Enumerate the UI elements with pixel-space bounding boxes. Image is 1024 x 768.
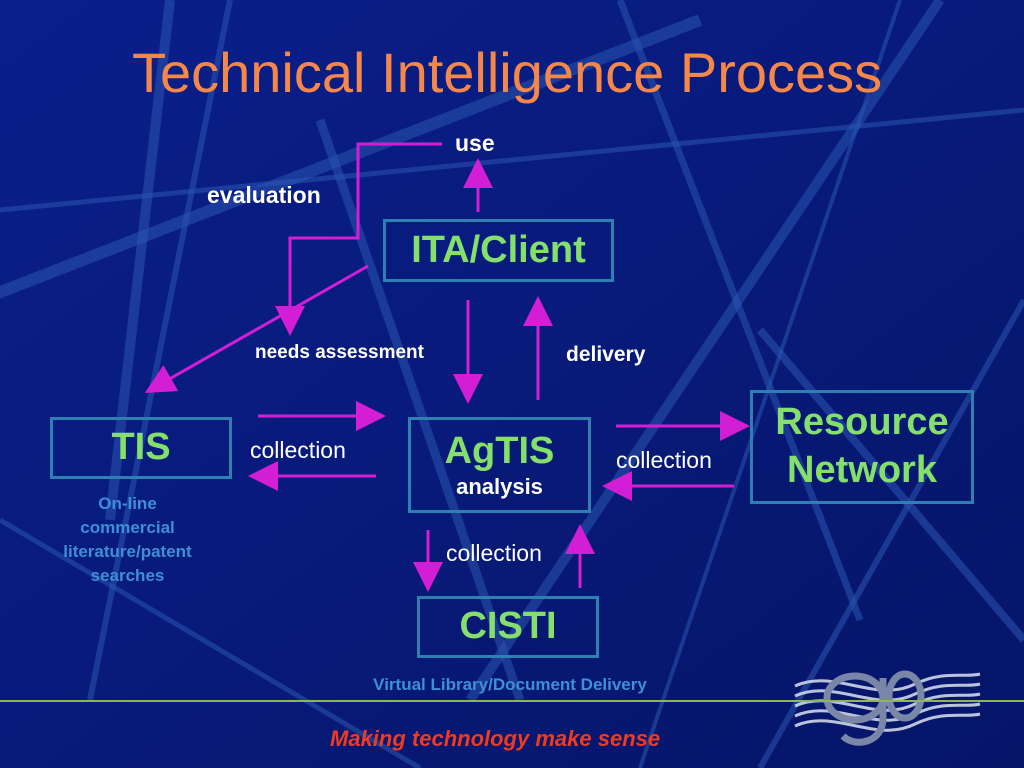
label-use: use [455,130,495,156]
node-cisti-label: CISTI [459,605,557,648]
node-resource-network-line2: Network [787,449,937,491]
tis-note-line1: On-line [98,494,157,513]
node-resource-network: Resource Network [750,390,974,504]
arrow-client-to-tis [144,264,369,393]
node-cisti: CISTI [417,596,599,658]
ag-logo-icon [794,670,981,746]
footer-divider [0,700,1024,702]
label-needs-assessment: needs assessment [255,342,424,363]
label-evaluation: evaluation [207,182,321,208]
label-collection-tis: collection [250,437,346,463]
page-title: Technical Intelligence Process [132,41,883,104]
label-delivery: delivery [566,343,646,366]
tis-note-line2: commercial [80,518,175,537]
node-tis-label: TIS [111,426,171,469]
node-agtis-sublabel: analysis [456,473,543,499]
tis-note-line3: literature/patent [63,542,192,561]
node-resource-network-line1: Resource [775,401,949,444]
node-agtis: AgTIS analysis [408,417,591,513]
node-tis: TIS [50,417,232,479]
tis-note: On-line commercial literature/patent sea… [40,492,215,588]
node-ita-client-label: ITA/Client [411,228,586,271]
label-collection-cisti: collection [446,540,542,566]
tagline: Making technology make sense [330,726,661,751]
arrow-evaluation-path [275,142,442,336]
node-agtis-label: AgTIS [444,430,555,472]
node-ita-client: ITA/Client [383,219,614,282]
cisti-note: Virtual Library/Document Delivery [373,675,647,694]
tis-note-line4: searches [90,566,165,585]
label-collection-resource: collection [616,447,712,473]
